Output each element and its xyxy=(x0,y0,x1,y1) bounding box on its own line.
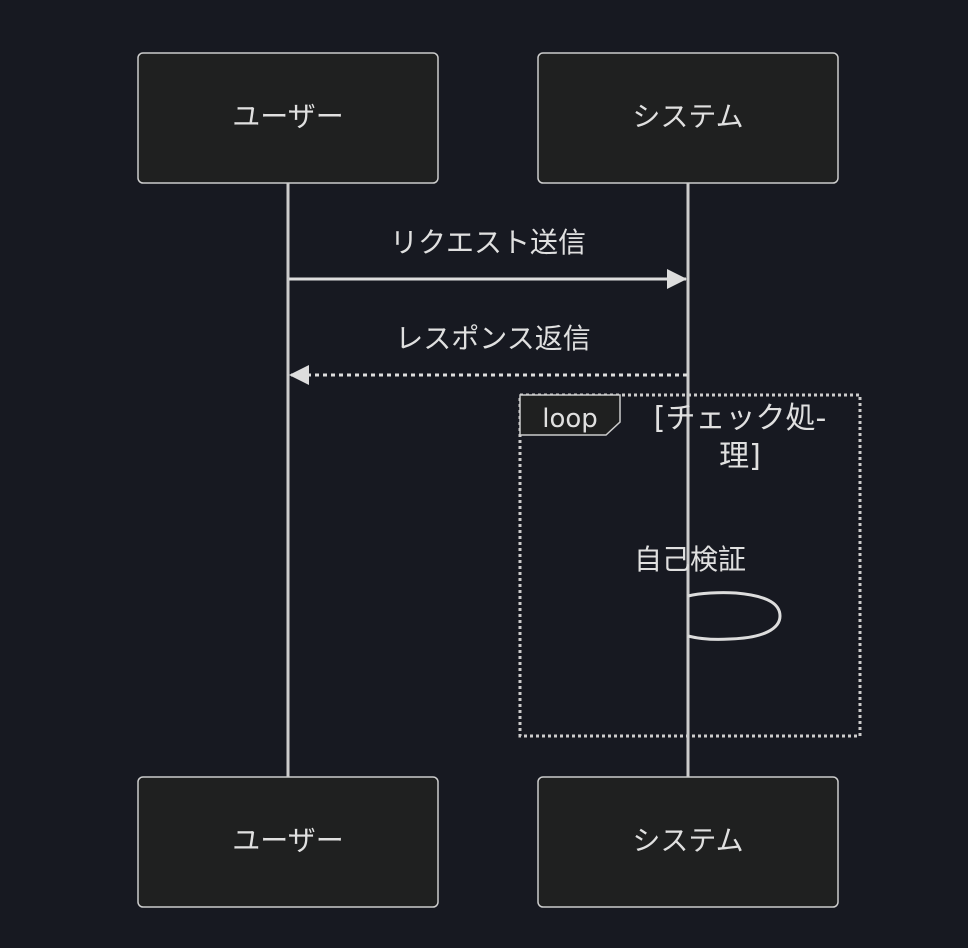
actor-system-bottom-label: システム xyxy=(632,824,743,857)
loop-condition-line1: [チェック処- xyxy=(654,401,827,436)
loop-keyword: loop xyxy=(542,404,598,434)
loop-block[interactable]: loop [チェック処- 理] 自己検証 xyxy=(518,393,862,738)
message-response-label: レスポンス返信 xyxy=(395,322,590,355)
actor-user-bottom-label: ユーザー xyxy=(232,824,343,857)
actor-system-top[interactable]: システム xyxy=(537,52,839,184)
message-response[interactable]: レスポンス返信 xyxy=(289,322,687,385)
message-request-label: リクエスト送信 xyxy=(390,226,586,259)
actor-user-top-label: ユーザー xyxy=(232,100,343,133)
loop-tab xyxy=(519,394,621,436)
loop-frame xyxy=(518,393,862,738)
actor-system-bottom[interactable]: システム xyxy=(537,776,839,908)
actor-user-bottom[interactable]: ユーザー xyxy=(137,776,439,908)
message-request[interactable]: リクエスト送信 xyxy=(289,226,687,289)
actor-system-top-label: システム xyxy=(632,100,743,133)
self-message-arc xyxy=(687,591,782,641)
actor-user-top[interactable]: ユーザー xyxy=(137,52,439,184)
self-message-label: 自己検証 xyxy=(634,543,746,576)
self-message-verify[interactable]: 自己検証 xyxy=(634,543,782,641)
loop-condition-line2: 理] xyxy=(719,439,761,474)
